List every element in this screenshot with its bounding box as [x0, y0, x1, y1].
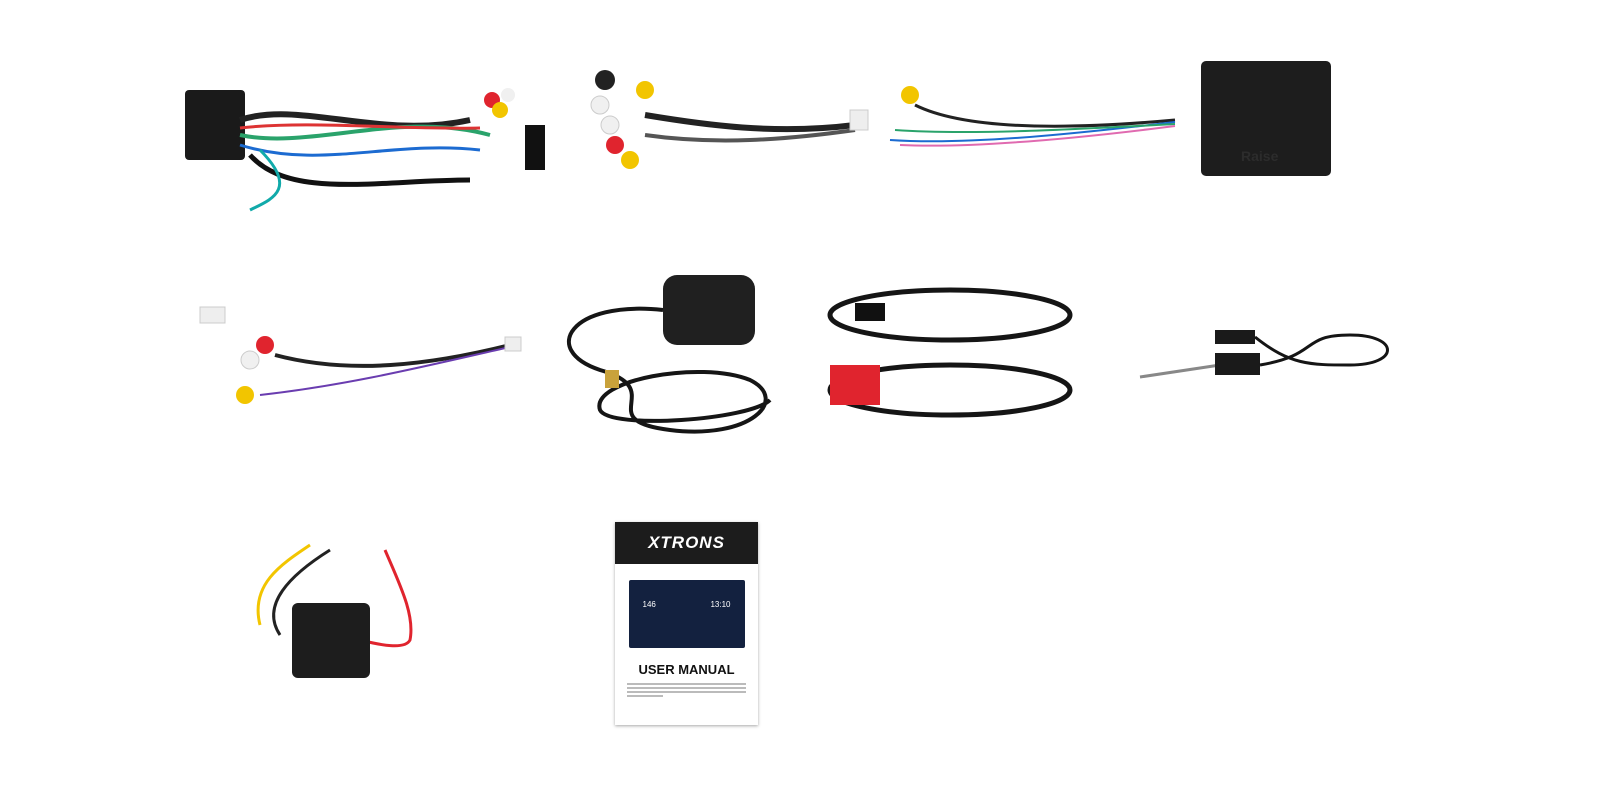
rca-harness: [585, 65, 870, 175]
manual-title: USER MANUAL: [638, 662, 735, 677]
extension-cable: [825, 285, 1080, 425]
manual-header: XTRONS: [615, 522, 758, 564]
manual-screen-image: 146 13:10: [628, 580, 745, 648]
screen-speed: 146: [642, 600, 656, 609]
manual-brand-logo: XTRONS: [648, 533, 725, 552]
camera-cable: [885, 80, 1185, 160]
gps-antenna: [550, 270, 785, 440]
screen-time: 13:10: [710, 600, 731, 609]
canbus-box-label: Raise: [1241, 148, 1279, 164]
canbus-decoder-box: Raise: [1201, 61, 1331, 176]
main-wiring-harness: [180, 80, 550, 220]
manual-body-text: [627, 683, 746, 697]
user-manual: XTRONS 146 13:10 USER MANUAL: [615, 522, 758, 725]
radio-antenna-adapter: [1139, 325, 1395, 385]
power-filter-module: [240, 543, 420, 685]
audio-rca-cable: [199, 305, 525, 410]
